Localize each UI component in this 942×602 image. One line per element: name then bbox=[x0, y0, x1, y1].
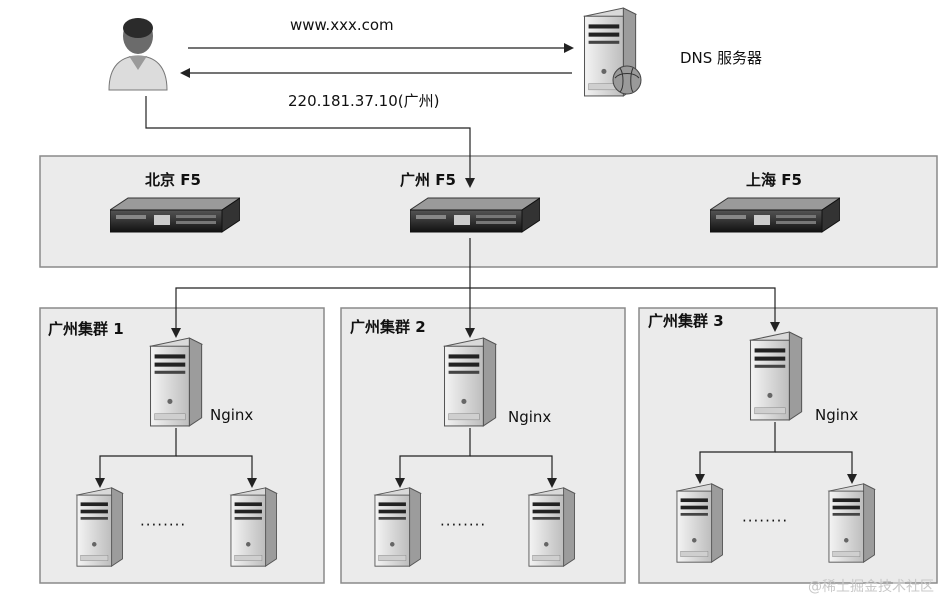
f5-device-icon bbox=[110, 197, 240, 233]
nginx-server-icon bbox=[749, 331, 803, 421]
nginx-server-icon bbox=[443, 337, 497, 427]
nginx-label: Nginx bbox=[815, 406, 859, 424]
f5-label-beijing: 北京 F5 bbox=[145, 171, 201, 189]
f5-to-cluster-connector bbox=[470, 287, 780, 332]
server-tower-icon bbox=[76, 487, 124, 567]
backend-ellipsis: ········ bbox=[140, 516, 187, 534]
server-tower-icon bbox=[230, 487, 278, 567]
server-tower-icon bbox=[676, 483, 724, 563]
nginx-to-backend-connector bbox=[95, 428, 177, 488]
f5-label-guangzhou: 广州 F5 bbox=[400, 171, 456, 189]
nginx-to-backend-connector bbox=[395, 428, 471, 488]
f5-device-icon bbox=[410, 197, 540, 233]
nginx-to-backend-connector bbox=[176, 455, 257, 488]
server-tower-icon bbox=[374, 487, 422, 567]
nginx-to-backend-connector bbox=[470, 455, 557, 488]
watermark: @稀土掘金技术社区 bbox=[808, 579, 934, 595]
cluster-3-title: 广州集群 3 bbox=[648, 312, 724, 330]
nginx-to-backend-connector bbox=[695, 422, 776, 484]
nginx-label: Nginx bbox=[210, 406, 254, 424]
request-label: www.xxx.com bbox=[290, 16, 394, 34]
backend-ellipsis: ········ bbox=[742, 512, 789, 530]
user-to-f5-connector bbox=[145, 96, 475, 188]
nginx-to-backend-connector bbox=[775, 451, 857, 484]
response-label: 220.181.37.10(广州) bbox=[288, 92, 440, 110]
dns-server-label: DNS 服务器 bbox=[680, 49, 763, 67]
cluster-1-title: 广州集群 1 bbox=[48, 320, 124, 338]
f5-label-shanghai: 上海 F5 bbox=[746, 171, 802, 189]
nginx-server-icon bbox=[149, 337, 203, 427]
f5-device-icon bbox=[710, 197, 840, 233]
dns-server-icon bbox=[583, 7, 642, 97]
nginx-label: Nginx bbox=[508, 408, 552, 426]
server-tower-icon bbox=[528, 487, 576, 567]
cluster-2-title: 广州集群 2 bbox=[350, 318, 426, 336]
f5-to-cluster-connector bbox=[171, 287, 470, 338]
server-tower-icon bbox=[828, 483, 876, 563]
backend-ellipsis: ········ bbox=[440, 516, 487, 534]
user-icon bbox=[108, 18, 168, 91]
